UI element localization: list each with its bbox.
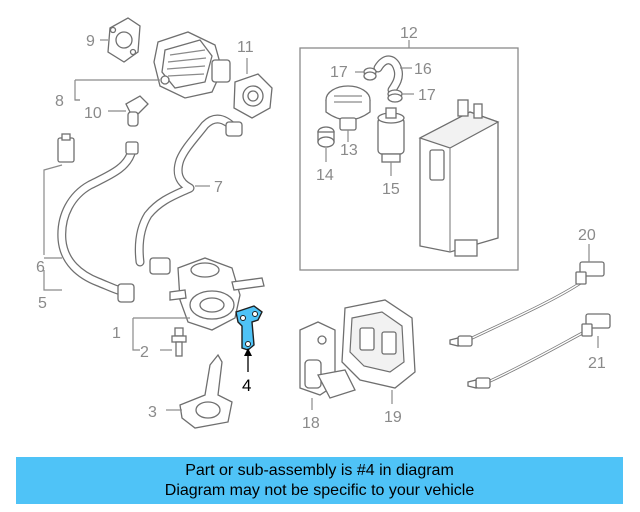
callout-7: 7 <box>214 179 223 196</box>
part-12-canister[interactable] <box>418 99 500 257</box>
part-19-heat-shield[interactable] <box>341 299 416 389</box>
callout-17-lower: 17 <box>418 87 436 104</box>
callout-19: 19 <box>384 409 402 426</box>
part-13-valve[interactable] <box>325 85 371 131</box>
callout-18: 18 <box>302 415 320 432</box>
callout-17-upper: 17 <box>330 64 348 81</box>
callout-9: 9 <box>86 33 95 50</box>
part-4-bracket[interactable] <box>235 305 263 351</box>
callout-11: 11 <box>237 39 254 56</box>
part-1-pump[interactable] <box>169 257 265 331</box>
callout-10: 10 <box>84 105 102 122</box>
part-2-bolt[interactable] <box>171 327 187 357</box>
banner-line-part-number: Part or sub-assembly is #4 in diagram <box>185 462 454 479</box>
info-banner: Part or sub-assembly is #4 in diagram Di… <box>16 457 623 504</box>
parts-diagram: 9 8 10 11 12 16 17 17 13 14 15 7 6 5 1 2… <box>36 17 611 432</box>
callout-3: 3 <box>148 404 157 421</box>
part-14-cap[interactable] <box>317 126 335 148</box>
callout-1: 1 <box>112 325 121 342</box>
part-20-sensor[interactable] <box>449 261 605 347</box>
callout-14: 14 <box>316 167 334 184</box>
part-11-valve[interactable] <box>233 73 273 119</box>
callout-13: 13 <box>340 142 358 159</box>
part-21-sensor[interactable] <box>467 313 611 389</box>
part-7-hose[interactable] <box>134 114 243 275</box>
banner-line-disclaimer: Diagram may not be specific to your vehi… <box>164 482 475 499</box>
part-6-hose[interactable] <box>57 141 139 303</box>
part-10-sensor[interactable] <box>125 95 149 127</box>
callout-4: 4 <box>242 376 251 395</box>
callout-20: 20 <box>578 227 596 244</box>
callout-21: 21 <box>588 355 606 372</box>
callout-16: 16 <box>414 61 432 78</box>
part-16-hose[interactable] <box>373 55 403 95</box>
part-3-bracket[interactable] <box>179 353 233 429</box>
callout-8: 8 <box>55 93 64 110</box>
part-8-valve-assembly[interactable] <box>153 31 231 99</box>
callout-2: 2 <box>140 344 149 361</box>
callout-12: 12 <box>400 25 418 42</box>
callout-15: 15 <box>382 181 400 198</box>
part-6-connector[interactable] <box>57 133 75 163</box>
part-17-clamp-upper[interactable] <box>363 67 377 81</box>
part-17-clamp-lower[interactable] <box>387 89 403 103</box>
callout-5: 5 <box>38 295 47 312</box>
callout-6: 6 <box>36 259 45 276</box>
part-18-module[interactable] <box>299 321 356 399</box>
part-15-filter[interactable] <box>377 107 405 163</box>
part-9-gasket[interactable] <box>107 17 141 63</box>
